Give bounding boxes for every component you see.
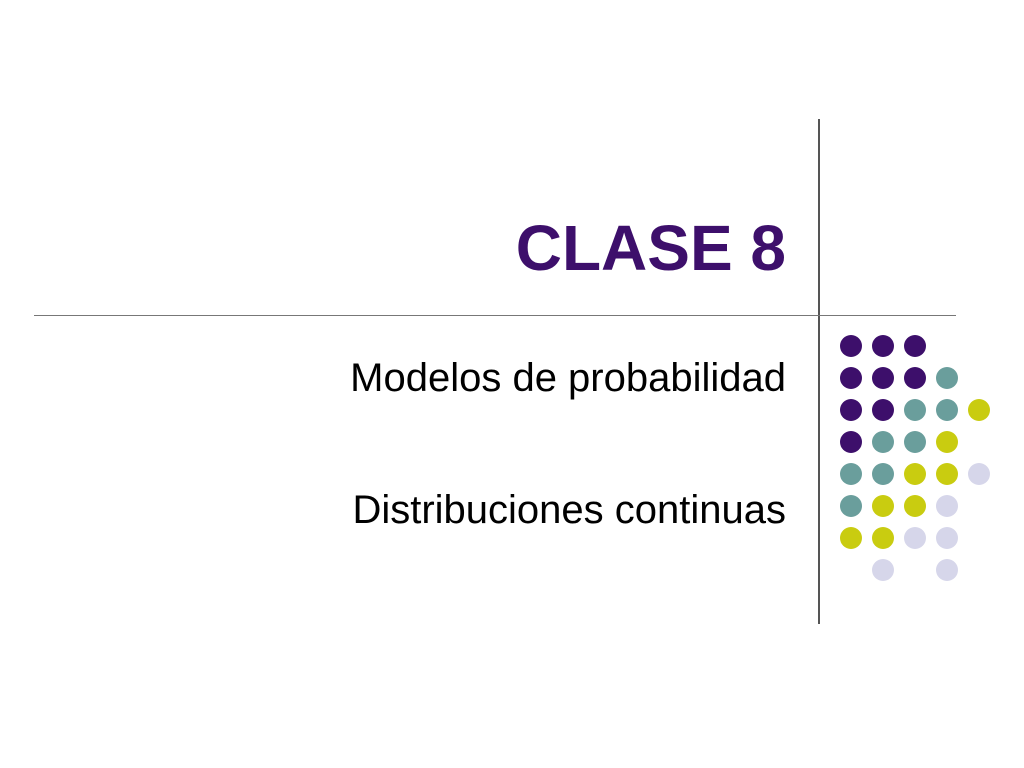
horizontal-divider — [34, 315, 956, 316]
dot-lime — [936, 463, 958, 485]
dot-teal — [904, 399, 926, 421]
dot-purple — [840, 367, 862, 389]
dot-lime — [936, 431, 958, 453]
dot-teal — [936, 399, 958, 421]
dot-lime — [840, 527, 862, 549]
subtitle-models: Modelos de probabilidad — [350, 356, 786, 400]
dot-purple — [872, 399, 894, 421]
dot-purple — [840, 335, 862, 357]
dot-lavender — [968, 463, 990, 485]
dot-purple — [904, 367, 926, 389]
dot-purple — [840, 399, 862, 421]
dot-teal — [840, 463, 862, 485]
slide-title: CLASE 8 — [515, 212, 786, 284]
dot-lime — [968, 399, 990, 421]
dot-lime — [872, 495, 894, 517]
dot-lime — [872, 527, 894, 549]
dot-teal — [840, 495, 862, 517]
dot-lime — [904, 495, 926, 517]
dot-teal — [872, 431, 894, 453]
dot-teal — [872, 463, 894, 485]
dot-teal — [904, 431, 926, 453]
dot-lavender — [936, 559, 958, 581]
dot-lavender — [936, 495, 958, 517]
subtitle-distributions: Distribuciones continuas — [352, 488, 786, 532]
dot-lavender — [904, 527, 926, 549]
dot-purple — [840, 431, 862, 453]
dot-teal — [936, 367, 958, 389]
dot-lime — [904, 463, 926, 485]
vertical-divider — [818, 119, 820, 624]
dot-lavender — [872, 559, 894, 581]
dot-lavender — [936, 527, 958, 549]
dot-purple — [872, 367, 894, 389]
dot-purple — [904, 335, 926, 357]
dot-purple — [872, 335, 894, 357]
